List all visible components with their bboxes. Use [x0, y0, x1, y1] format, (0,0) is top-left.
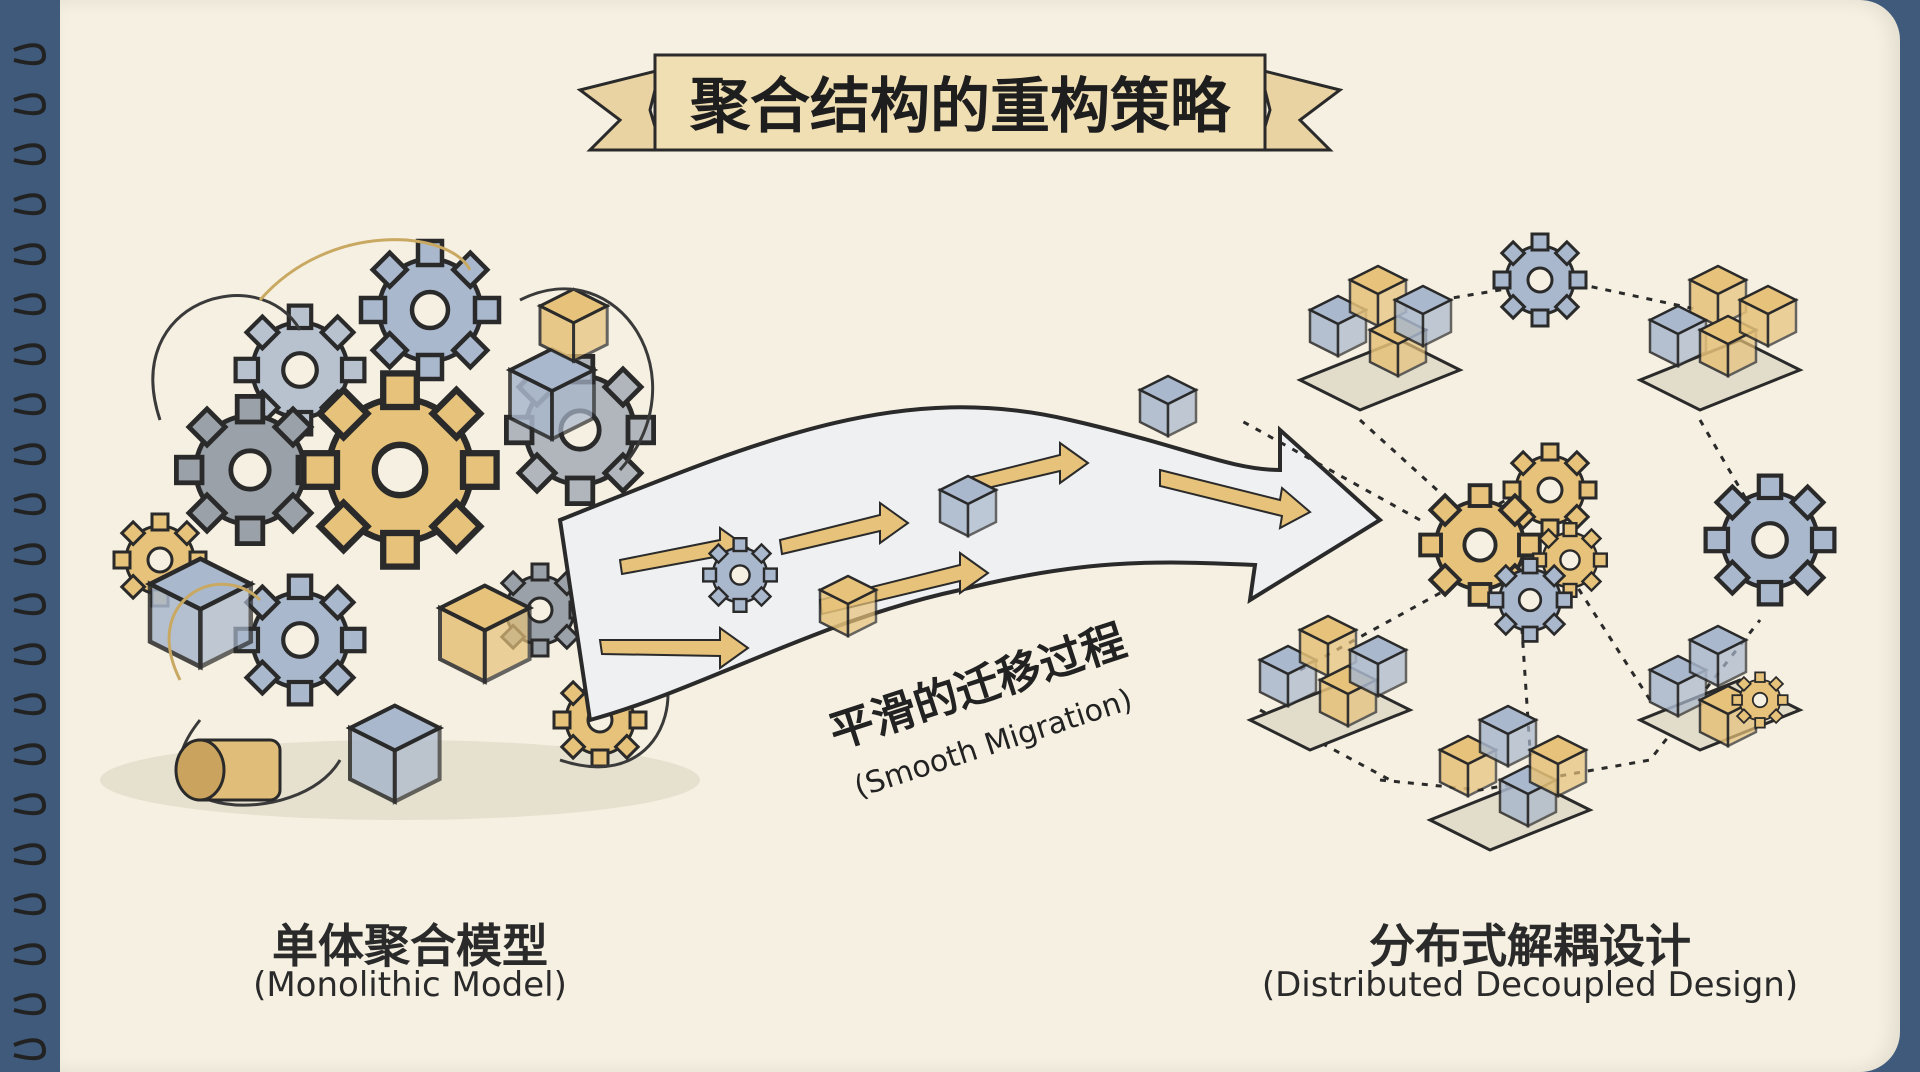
distributed-label-en: (Distributed Decoupled Design) [1261, 965, 1799, 1005]
service-cluster-bottom-right [1636, 624, 1804, 752]
monolith-cluster [100, 238, 700, 820]
service-cluster-bottom-left [1246, 614, 1414, 752]
service-cluster-top-left [1296, 264, 1464, 412]
page-title: 聚合结构的重构策略 [690, 72, 1230, 142]
service-cluster-top-right [1636, 264, 1804, 412]
service-cluster-bottom-center [1426, 704, 1594, 852]
distributed-network [1239, 232, 1834, 852]
monolith-label: 单体聚合模型 [272, 919, 548, 973]
title-banner [576, 53, 1344, 152]
distributed-label: 分布式解耦设计 [1369, 919, 1691, 973]
monolith-label-en: (Monolithic Model) [253, 965, 567, 1005]
spiral-binding [13, 43, 47, 1061]
migration-arrow [557, 374, 1384, 723]
